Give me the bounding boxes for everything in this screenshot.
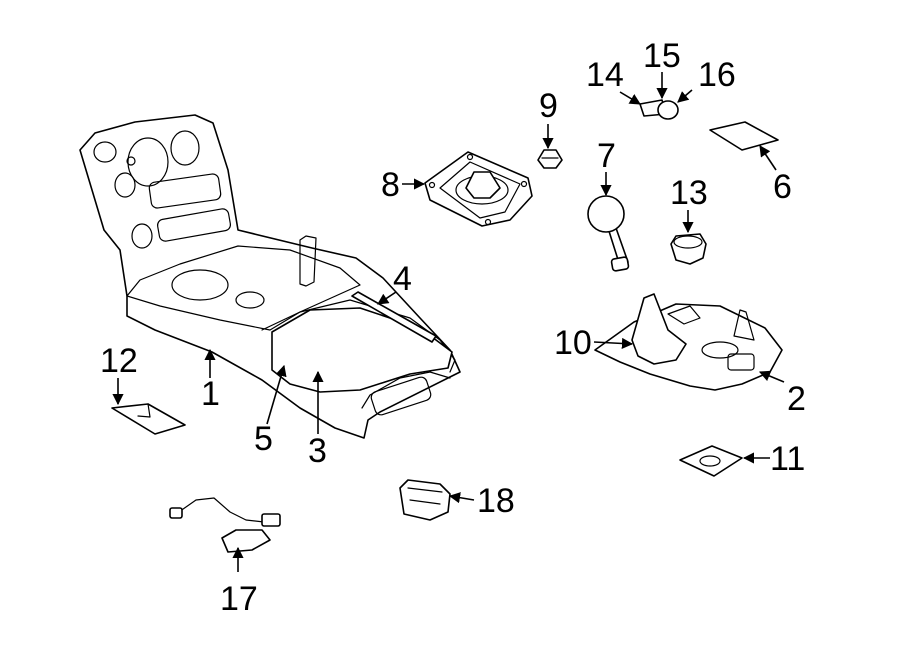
fastener-part (639, 99, 679, 120)
callout-18: 18 (477, 482, 515, 520)
callout-9: 9 (539, 87, 558, 125)
cap-part (670, 233, 707, 265)
leader-18 (448, 492, 475, 504)
callout-labels: 1 2 3 4 5 6 7 8 9 10 11 12 13 14 15 16 1… (100, 37, 806, 618)
leader-14 (619, 91, 641, 105)
wiring-harness-part (169, 497, 281, 553)
callout-5: 5 (254, 420, 273, 458)
callout-11: 11 (770, 440, 805, 478)
callout-6: 6 (773, 168, 792, 206)
callout-1: 1 (201, 375, 220, 413)
callout-14: 14 (586, 56, 624, 94)
leader-4 (377, 291, 397, 305)
callout-17: 17 (220, 580, 258, 618)
strip-part (351, 291, 437, 343)
leader-6 (759, 145, 777, 171)
leader-10 (593, 337, 634, 350)
callout-2: 2 (787, 380, 806, 418)
leader-2 (758, 370, 785, 383)
callout-13: 13 (670, 174, 708, 212)
label-part (709, 121, 779, 151)
callout-3: 3 (308, 432, 327, 470)
leader-5 (266, 364, 287, 425)
nut-part (537, 149, 563, 169)
label-12-part (111, 403, 186, 435)
leader-lines (112, 72, 785, 572)
small-bezel-part (679, 445, 743, 477)
callout-16: 16 (698, 56, 736, 94)
bracket-part (399, 479, 451, 521)
leader-16 (677, 89, 693, 103)
callout-10: 10 (554, 324, 592, 362)
shift-boot-plate-part (424, 151, 533, 227)
callout-12: 12 (100, 342, 138, 380)
shift-knob-part (587, 195, 630, 272)
callout-7: 7 (597, 137, 616, 175)
callout-8: 8 (381, 166, 400, 204)
shifter-bezel-part (594, 293, 783, 391)
callout-15: 15 (643, 37, 681, 75)
callout-4: 4 (393, 260, 412, 298)
